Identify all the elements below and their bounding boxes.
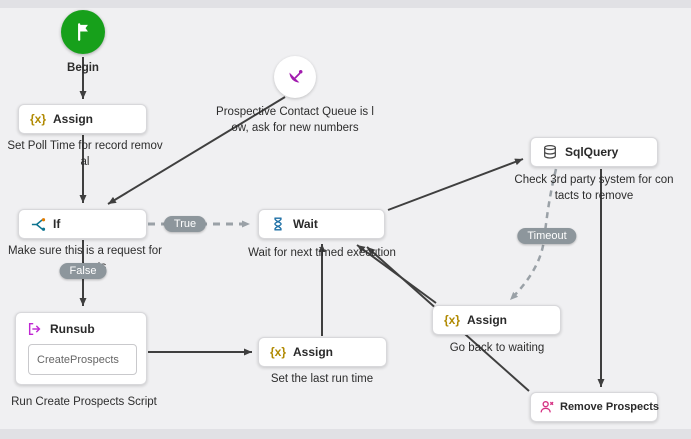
node-sqlquery[interactable]: SqlQuery	[530, 137, 658, 167]
node-assign-lastrun[interactable]: {x} Assign	[258, 337, 387, 367]
assign-icon: {x}	[29, 112, 46, 126]
runsub-flow-select[interactable]: CreateProspects	[28, 344, 137, 375]
branch-icon	[29, 215, 47, 233]
begin-node[interactable]	[61, 10, 105, 54]
satellite-dish-icon	[289, 69, 303, 83]
person-remove-icon	[538, 398, 556, 416]
sqlquery-desc: Check 3rd party system for con tacts to …	[514, 174, 674, 202]
begin-label: Begin	[67, 62, 99, 74]
node-if[interactable]: If	[18, 209, 147, 239]
node-title: Runsub	[50, 322, 95, 336]
event-node[interactable]	[274, 56, 316, 98]
node-assign-set-poll[interactable]: {x} Assign	[18, 104, 147, 134]
node-title: Assign	[293, 345, 334, 359]
runsub-desc: Run Create Prospects Script	[11, 396, 157, 408]
subroutine-icon	[26, 320, 44, 338]
assign-set-poll-desc: Set Poll Time for record remov al	[7, 140, 163, 168]
assign-icon: {x}	[443, 313, 460, 327]
false-path-badge[interactable]: False	[59, 263, 107, 279]
node-assign-goback[interactable]: {x} Assign	[432, 305, 561, 335]
node-title: Remove Prospects	[560, 401, 660, 413]
node-title: Assign	[467, 313, 508, 327]
event-desc: Prospective Contact Queue is l ow, ask f…	[216, 106, 374, 134]
database-icon	[541, 143, 559, 161]
top-gutter	[0, 0, 691, 8]
assign-icon: {x}	[269, 345, 286, 359]
hourglass-icon	[269, 215, 287, 233]
edge-event-to-if[interactable]	[107, 96, 286, 205]
wait-desc: Wait for next timed execution	[248, 247, 396, 259]
assign-goback-desc: Go back to waiting	[449, 342, 545, 354]
edge-sqlquery-timeout-to-assign-goback[interactable]	[509, 168, 558, 301]
node-runsub[interactable]: Runsub CreateProspects	[15, 312, 147, 385]
node-wait[interactable]: Wait	[258, 209, 385, 239]
node-remove-prospects[interactable]: Remove Prospects	[530, 392, 660, 422]
bottom-gutter	[0, 429, 691, 439]
node-title: If	[53, 217, 61, 231]
node-title: SqlQuery	[565, 145, 619, 159]
edge-wait-to-sqlquery[interactable]	[387, 158, 524, 211]
true-path-badge[interactable]: True	[163, 216, 207, 232]
timeout-path-badge[interactable]: Timeout	[517, 228, 577, 244]
assign-lastrun-desc: Set the last run time	[270, 373, 374, 385]
flag-icon	[78, 23, 88, 41]
node-title: Assign	[53, 112, 94, 126]
node-title: Wait	[293, 217, 318, 231]
